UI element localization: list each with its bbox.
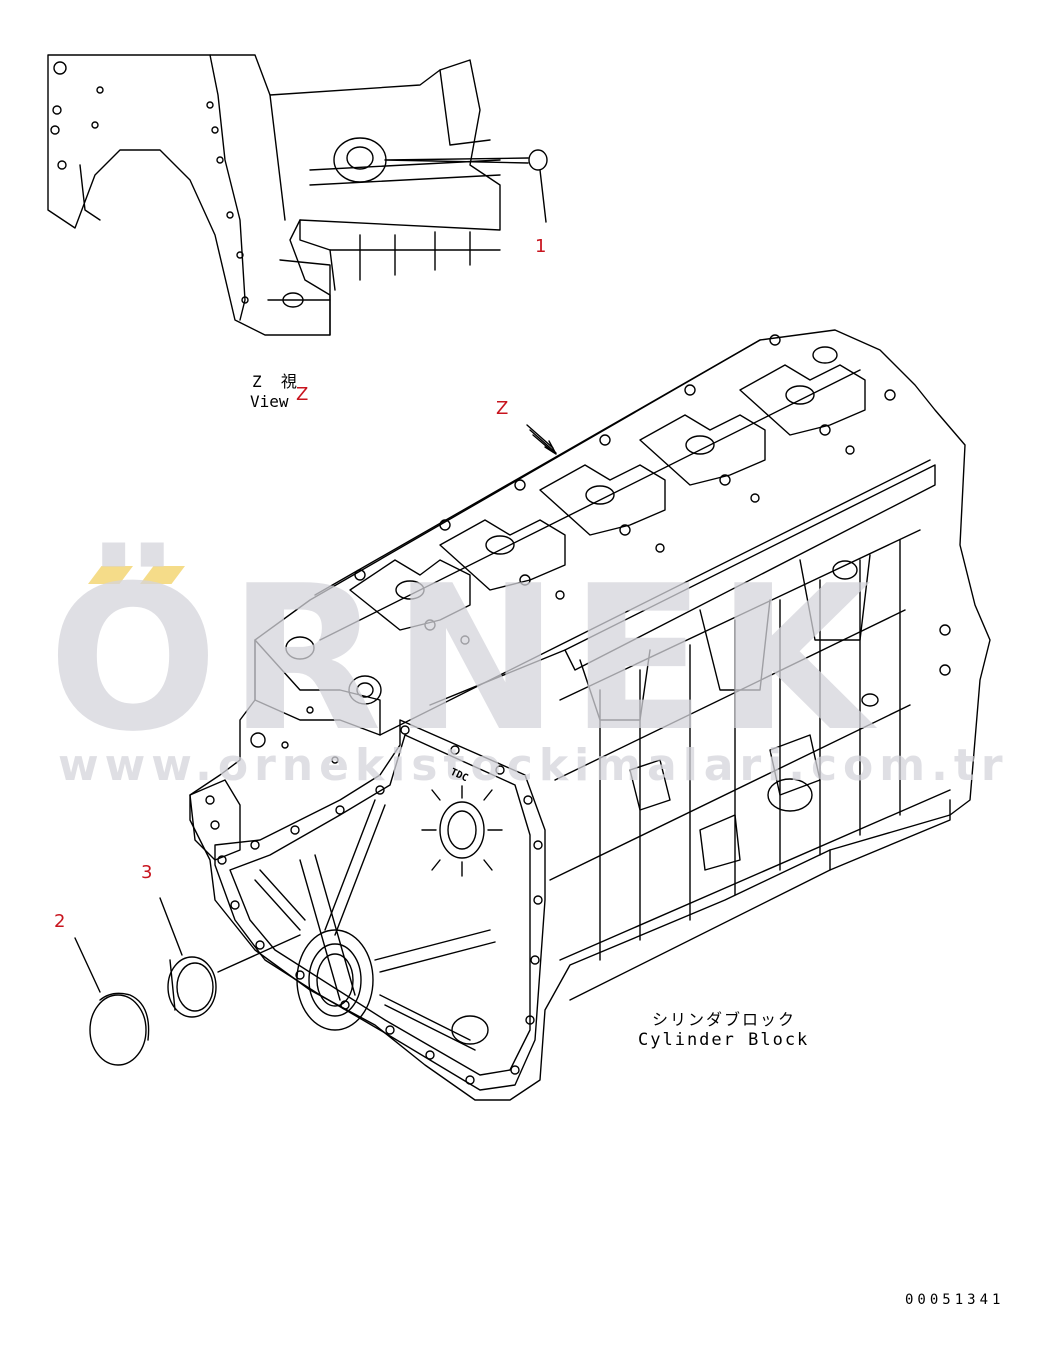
front-cover: [214, 719, 546, 1091]
item-3-seal-ring: [159, 897, 301, 1018]
watermark-url: www.ornekistockimalari.com.tr: [58, 740, 1009, 791]
watermark-accent-right: [140, 566, 185, 584]
callout-2: 2: [54, 911, 66, 932]
cylinder-block-drawing: [189, 329, 991, 1101]
block-label-jp: シリンダブロック: [652, 1010, 797, 1029]
callout-3: 3: [141, 862, 153, 883]
callout-1: 1: [535, 236, 547, 257]
watermark-brand: ÖRNEK: [48, 543, 882, 776]
drawing-number: 00051341: [905, 1292, 1005, 1308]
z-view-detail: [47, 54, 548, 336]
item-2-cap: [74, 937, 150, 1066]
view-label-en: View: [250, 392, 289, 411]
z-arrow-label: Z: [496, 398, 509, 419]
view-label-jp: Z 視: [252, 372, 297, 391]
view-label-z: Z: [296, 384, 309, 405]
watermark-accent-left: [88, 566, 133, 584]
block-label-en: Cylinder Block: [638, 1030, 810, 1050]
z-view-arrow: [526, 424, 557, 455]
